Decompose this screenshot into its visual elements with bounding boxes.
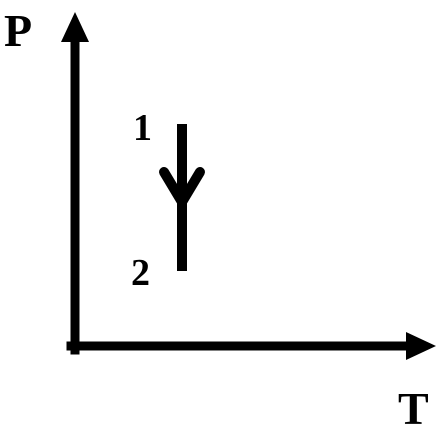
y-axis (61, 12, 89, 355)
state-label-1: 1 (133, 107, 152, 149)
y-axis-arrowhead (61, 12, 89, 42)
x-axis-arrowhead (406, 332, 436, 360)
x-axis-label: T (398, 383, 429, 433)
direction-arrow-down-icon (159, 167, 205, 207)
x-axis (66, 332, 436, 360)
state-label-2: 2 (131, 252, 150, 294)
process-line-1-to-2 (159, 124, 205, 271)
y-axis-label: P (4, 5, 32, 56)
